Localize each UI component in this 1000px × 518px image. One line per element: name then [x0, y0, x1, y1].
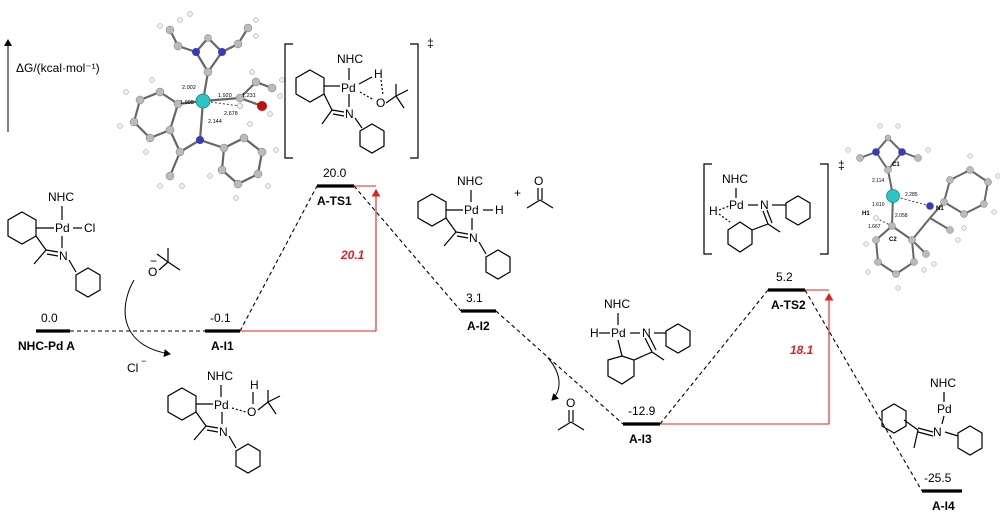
a-i1-structure: NHC Pd H O N: [168, 369, 280, 473]
ts1-dagger: ‡: [427, 36, 434, 50]
i1-pd: Pd: [214, 398, 229, 412]
label-a-i1: A-I1: [211, 339, 234, 353]
ts2-nhc: NHC: [722, 172, 748, 186]
i4-nhc: NHC: [930, 376, 956, 390]
ts1-distance-1: 2.002: [182, 85, 196, 91]
ts1-structure: ‡ NHC Pd H O N: [285, 36, 434, 158]
ts2-distance-2: 2.285: [905, 192, 918, 198]
ts2-atom-c1: C1: [892, 162, 900, 168]
energy-a-ts2: 5.2: [776, 270, 793, 284]
y-axis-label: ΔG/(kcal·mol⁻¹): [16, 61, 100, 75]
ts2-atom-n1: N1: [936, 206, 944, 212]
ts1-distance-3: 1.231: [242, 93, 256, 99]
acetone-release: O: [548, 358, 584, 430]
a-i3-structure: NHC Pd H N: [590, 297, 690, 384]
i3-nhc: NHC: [604, 297, 630, 311]
i3-h: H: [590, 326, 599, 340]
ts2-distance-1: 2.114: [872, 178, 884, 184]
energy-levels: 0.0 NHC-Pd A -0.1 A-I1 20.0 A-TS1 3.1 A-…: [18, 166, 962, 513]
label-a-i3: A-I3: [629, 432, 652, 446]
energy-a-ts1: 20.0: [323, 166, 347, 180]
y-axis: ΔG/(kcal·mol⁻¹): [8, 40, 100, 132]
acetone-o: O: [534, 174, 543, 188]
ts1-h: H: [374, 67, 383, 81]
i1-o: O: [247, 405, 256, 419]
nhc-pd-a-structure: NHC Pd Cl N: [8, 190, 100, 297]
ts2-h: H: [709, 204, 718, 218]
tbuo-charge: −: [150, 254, 157, 268]
ts2-distance-4: 2.058: [895, 213, 908, 219]
ts1-distance-6: 2.144: [208, 119, 222, 125]
ts2-atom-c2: C2: [889, 237, 897, 243]
energy-a-i4: -25.5: [924, 471, 952, 485]
label-a-ts2: A-TS2: [771, 298, 806, 312]
energy-a-i3: -12.9: [628, 404, 656, 418]
ts1-nhc: NHC: [337, 52, 363, 66]
i2-pd: Pd: [464, 203, 479, 217]
a-cl: Cl: [84, 221, 95, 235]
label-a-i4: A-I4: [932, 499, 955, 513]
ts2-structure: ‡ NHC Pd H N: [704, 158, 845, 254]
i1-nhc: NHC: [207, 369, 233, 383]
label-nhc-pd-a: NHC-Pd A: [18, 339, 75, 353]
acetone2-o: O: [566, 396, 575, 410]
tbuo-anion: O − Cl −: [125, 248, 180, 375]
reaction-path: [70, 186, 922, 491]
chloride-charge: −: [141, 356, 146, 366]
chloride: Cl: [127, 361, 138, 375]
i2-n: N: [469, 231, 478, 245]
i1-n: N: [219, 425, 228, 439]
label-a-i2: A-I2: [467, 319, 490, 333]
ts2-dagger: ‡: [838, 158, 845, 172]
a-nhc: NHC: [48, 190, 74, 204]
ts1-distance-2: 1.920: [218, 93, 232, 99]
barrier-value-1: 20.1: [340, 248, 365, 262]
i3-pd: Pd: [611, 326, 626, 340]
energy-a-i2: 3.1: [466, 291, 483, 305]
barrier-1: 20.1: [240, 186, 376, 331]
plus-sign: +: [514, 186, 521, 200]
i4-n: N: [933, 425, 942, 439]
a-i4-structure: NHC Pd N: [882, 376, 982, 455]
ts1-pd: Pd: [341, 81, 356, 95]
energy-a-i1: -0.1: [210, 311, 231, 325]
a-n: N: [59, 249, 68, 263]
ts2-pd: Pd: [729, 198, 744, 212]
ts1-3d-model: 2.002 1.920 1.231 1.998 2.678 2.144: [118, 12, 285, 201]
ts1-distance-4: 1.998: [180, 100, 194, 106]
ts2-atom-h1: H1: [862, 211, 870, 217]
i1-h: H: [250, 378, 259, 392]
a-pd: Pd: [55, 221, 70, 235]
i2-h: H: [495, 203, 504, 217]
ts1-o: O: [376, 96, 385, 110]
ts2-distance-3: 1.610: [872, 202, 885, 208]
energy-nhc-pd-a: 0.0: [41, 311, 58, 325]
i4-pd: Pd: [937, 402, 952, 416]
ts1-distance-5: 2.678: [224, 111, 238, 117]
i2-nhc: NHC: [457, 174, 483, 188]
a-i2-structure: NHC Pd H + N O: [418, 174, 553, 279]
barrier-value-2: 18.1: [790, 343, 814, 357]
label-a-ts1: A-TS1: [317, 194, 352, 208]
ts1-n: N: [345, 107, 354, 121]
ts2-distance-5: 1.667: [868, 224, 881, 230]
ts2-3d-model: C1 C2 H1 N1 2.114 2.285 1.610 2.058 1.66…: [846, 124, 1000, 291]
